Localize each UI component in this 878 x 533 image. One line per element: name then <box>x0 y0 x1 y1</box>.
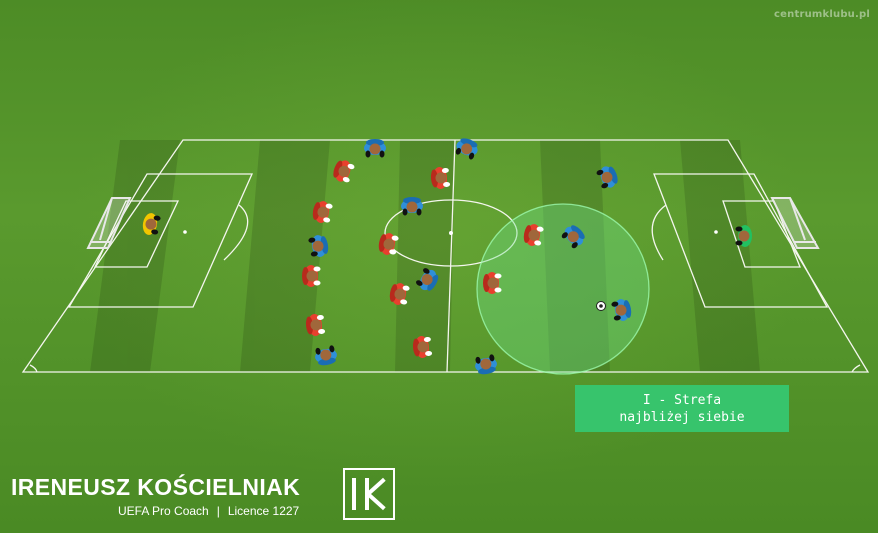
red-player-icon <box>302 265 321 287</box>
red-player-icon <box>330 157 356 185</box>
grass-stripes <box>90 140 760 372</box>
coach-title: UEFA Pro Coach <box>118 504 209 518</box>
blue-player-icon <box>313 344 339 367</box>
coach-licence: Licence 1227 <box>227 504 300 518</box>
red-player-icon <box>377 231 400 257</box>
right-goal-icon <box>770 197 820 249</box>
left-penalty-area <box>67 173 253 308</box>
strefa-zone <box>476 203 650 375</box>
blue-player-icon <box>401 197 423 216</box>
ball-icon <box>596 301 606 311</box>
left-penalty-arc <box>223 204 249 261</box>
left-goal-area <box>93 200 180 268</box>
right-penalty-area <box>653 173 829 308</box>
strefa-callout: I - Strefa najbliżej siebie <box>575 385 789 432</box>
pitch-spots <box>183 230 718 235</box>
blue-player-icon <box>364 139 386 158</box>
separator: | <box>216 504 220 518</box>
right-penalty-arc <box>651 204 667 261</box>
ik-logo <box>343 468 395 520</box>
callout-line-2: najbliżej siebie <box>619 409 745 425</box>
coach-name: IRENEUSZ KOŚCIELNIAK <box>11 474 301 500</box>
pitch-lines <box>21 139 870 373</box>
watermark: centrumklubu.pl <box>774 9 870 20</box>
red-player-icon <box>483 272 502 294</box>
halfway-line <box>446 139 456 373</box>
centre-circle <box>384 199 518 267</box>
callout-line-1: I - Strefa <box>642 392 722 408</box>
left-goal-icon <box>86 197 132 249</box>
coach-credentials: UEFA Pro Coach | Licence 1227 <box>118 504 299 518</box>
